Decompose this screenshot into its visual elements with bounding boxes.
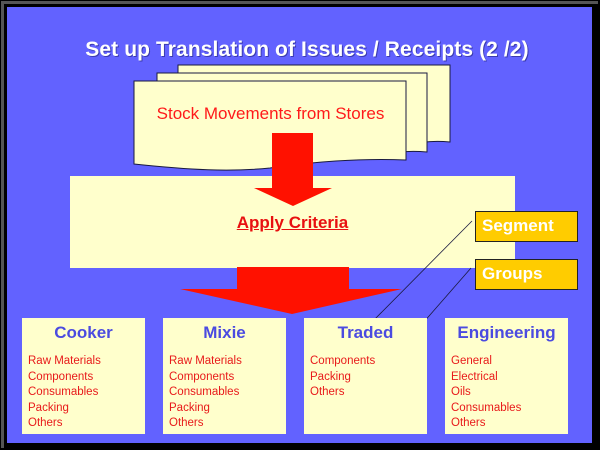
category-items: Components Packing Others xyxy=(310,354,375,401)
category-items: Raw Materials Components Consumables Pac… xyxy=(28,354,101,432)
category-item: Oils xyxy=(451,386,471,399)
category-items: Raw Materials Components Consumables Pac… xyxy=(169,354,242,432)
category-item: Others xyxy=(310,386,345,399)
groups-tag: Groups xyxy=(475,259,578,290)
category-title: Engineering xyxy=(457,323,556,342)
category-item: Raw Materials xyxy=(28,355,101,367)
category-item: Consumables xyxy=(28,386,99,399)
category-item: Packing xyxy=(28,401,69,414)
segment-connector-line xyxy=(368,220,473,326)
category-item: Others xyxy=(451,417,486,430)
document-front xyxy=(133,80,407,171)
stock-movements-label: Stock Movements from Stores xyxy=(156,104,385,123)
category-title: Traded xyxy=(337,323,394,342)
category-box-mixie: Mixie Raw Materials Components Consumabl… xyxy=(163,318,286,434)
category-item: Packing xyxy=(169,401,210,414)
slide-title: Set up Translation of Issues / Receipts … xyxy=(85,38,529,61)
category-item: Raw Materials xyxy=(169,355,242,367)
category-item: Electrical xyxy=(451,370,498,383)
category-item: Packing xyxy=(310,370,351,383)
arrow-down-bottom xyxy=(180,267,402,314)
category-item: General xyxy=(451,355,492,367)
category-item: Consumables xyxy=(169,386,240,399)
arrow-down-top xyxy=(254,133,332,206)
category-item: Others xyxy=(169,417,204,430)
category-item: Components xyxy=(169,370,235,383)
category-item: Components xyxy=(28,370,94,383)
category-title: Mixie xyxy=(203,323,246,342)
category-item: Consumables xyxy=(451,401,522,414)
category-title: Cooker xyxy=(54,323,113,342)
category-items: General Electrical Oils Consumables Othe… xyxy=(451,354,521,432)
segment-tag: Segment xyxy=(475,211,578,242)
category-item: Components xyxy=(310,355,376,367)
category-box-traded: Traded Components Packing Others xyxy=(304,318,427,434)
category-box-cooker: Cooker Raw Materials Components Consumab… xyxy=(22,318,145,434)
category-item: Others xyxy=(28,417,63,430)
category-box-engineering: Engineering General Electrical Oils Cons… xyxy=(445,318,568,434)
apply-criteria-label: Apply Criteria xyxy=(236,213,349,232)
